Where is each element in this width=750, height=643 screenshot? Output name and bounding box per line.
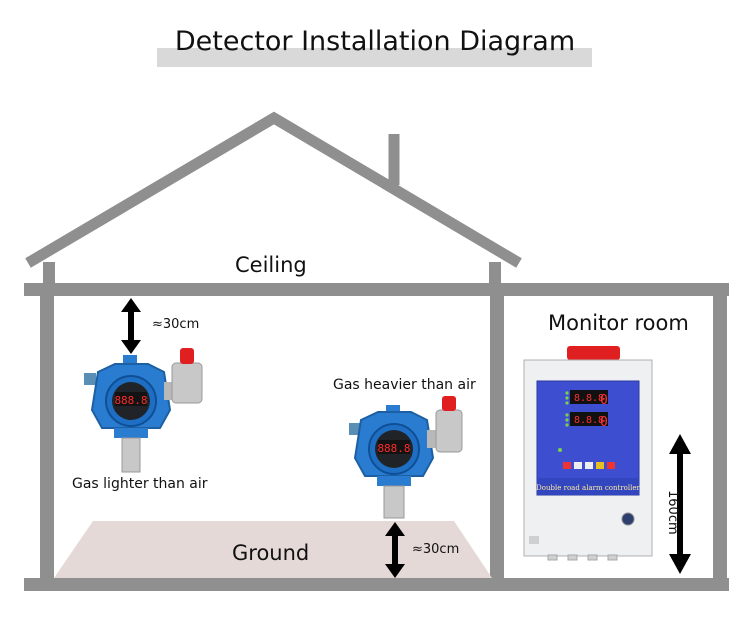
controller-row1-digits: 8.8.8 bbox=[574, 393, 604, 404]
gas-detector-ceiling: 888.8 bbox=[84, 348, 203, 473]
house-walls bbox=[24, 283, 729, 591]
monitor-room-label: Monitor room bbox=[548, 311, 689, 335]
ground-label: Ground bbox=[232, 541, 310, 565]
roof bbox=[25, 111, 522, 268]
controller-row2-digits: 8.8.8 bbox=[574, 415, 604, 426]
detector-right-digits: 888.8 bbox=[377, 442, 410, 455]
controller-panel-text: Double road alarm controller bbox=[536, 484, 640, 492]
detector-left-digits: 888.8 bbox=[114, 394, 147, 407]
gas-lighter-label: Gas lighter than air bbox=[72, 476, 208, 492]
ceiling-label: Ceiling bbox=[235, 253, 307, 277]
ground-surface bbox=[54, 521, 492, 578]
gas-heavier-label: Gas heavier than air bbox=[333, 377, 476, 393]
roof-left-post bbox=[43, 262, 55, 289]
title-underline-bar bbox=[157, 48, 592, 67]
diagram-title: Detector Installation Diagram bbox=[174, 26, 576, 57]
alarm-controller: 8.8.8 0 8.8.8 0 Double road alarm contro… bbox=[523, 346, 653, 561]
gas-detector-floor: 888.8 bbox=[349, 396, 463, 519]
ceiling-distance-arrow bbox=[121, 298, 141, 354]
ground-distance-arrow bbox=[385, 522, 405, 578]
controller-height-label: 160cm bbox=[665, 490, 680, 535]
ground-distance-label: ≈30cm bbox=[412, 542, 460, 557]
controller-row1-last: 0 bbox=[600, 393, 608, 408]
controller-height-arrow bbox=[669, 434, 691, 574]
controller-row2-last: 0 bbox=[600, 415, 608, 430]
roof-right-post bbox=[489, 262, 501, 289]
ceiling-distance-label: ≈30cm bbox=[152, 317, 200, 332]
